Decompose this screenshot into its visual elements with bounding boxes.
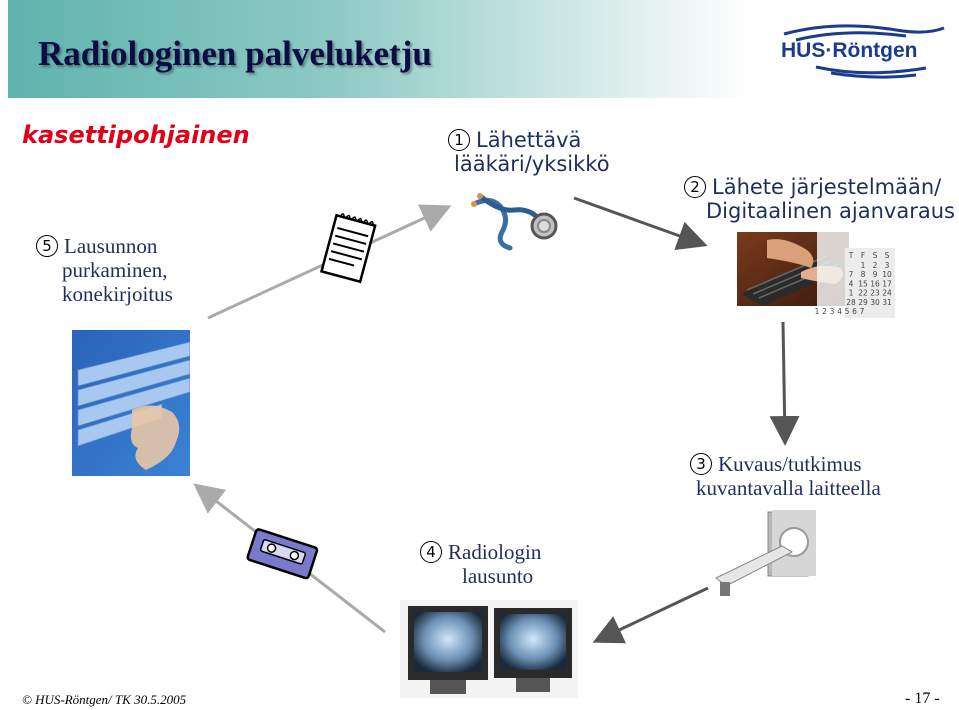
calendar-day-cell: 2 bbox=[873, 261, 878, 270]
step-3-line-1: Kuvaus/tutkimus bbox=[718, 452, 862, 476]
calendar-day-cell: 3 bbox=[885, 261, 890, 270]
calendar-day-cell: 31 bbox=[882, 298, 892, 307]
calendar-day-cell: 2 bbox=[822, 307, 827, 316]
step-2-label: 2 Lähete järjestelmään/ Digitaalinen ajan… bbox=[684, 175, 959, 223]
step-5-label: 5 Lausunnon purkaminen, konekirjoitus bbox=[36, 234, 236, 306]
cassette-tape-icon bbox=[246, 528, 319, 580]
step-4-line-2: lausunto bbox=[462, 564, 534, 588]
calendar-day-cell: 23 bbox=[870, 289, 880, 298]
step-1-line-2: lääkäri/yksikkö bbox=[454, 152, 610, 176]
step-3-label: 3 Kuvaus/tutkimus kuvantavalla laitteella bbox=[690, 452, 950, 500]
step-number-3: 3 bbox=[690, 453, 712, 475]
header-bar bbox=[8, 0, 748, 98]
calendar-day-cell: 1 bbox=[849, 289, 854, 298]
calendar-day-cell: 10 bbox=[882, 270, 892, 279]
step-2-line-2: Digitaalinen ajanvaraus bbox=[706, 199, 955, 223]
step-3-line-2: kuvantavalla laitteella bbox=[696, 476, 881, 500]
ct-scanner-photo bbox=[715, 510, 816, 596]
calendar-header-cell: S bbox=[885, 251, 890, 260]
step-number-1: 1 bbox=[448, 129, 470, 151]
calendar-day-cell: 7 bbox=[849, 270, 854, 279]
logo-text: HUS·Röntgen bbox=[781, 39, 917, 62]
calendar-day-cell: 15 bbox=[858, 279, 868, 288]
step-2-line-1: Lähete järjestelmään/ bbox=[712, 175, 942, 199]
calendar-header-cell: F bbox=[861, 251, 865, 260]
step-4-line-1: Radiologin bbox=[448, 540, 542, 564]
calendar-day-cell: 29 bbox=[858, 298, 868, 307]
typing-keyboard-photo bbox=[72, 330, 190, 476]
calendar-day-cell: 4 bbox=[849, 279, 854, 288]
notepad-icon bbox=[319, 213, 377, 284]
calendar-day-cell: 5 bbox=[845, 307, 850, 316]
page-number: - 17 - bbox=[905, 690, 940, 707]
calendar-day-cell: 4 bbox=[837, 307, 842, 316]
step-1-label: 1 Lähettävä lääkäri/yksikkö bbox=[448, 128, 648, 176]
calendar-day-cell: 8 bbox=[861, 270, 866, 279]
calendar-day-cell: 1 bbox=[861, 261, 866, 270]
calendar-day-cell: 9 bbox=[873, 270, 878, 279]
calendar-day-cell: 3 bbox=[830, 307, 835, 316]
step-5-line-1: Lausunnon bbox=[64, 234, 158, 258]
calendar-header-cell: T bbox=[848, 251, 854, 260]
calendar-day-cell: 17 bbox=[882, 279, 892, 288]
calendar-day-cell: 1 bbox=[815, 307, 820, 316]
hus-rontgen-logo: HUS·Röntgen bbox=[781, 24, 945, 79]
calendar-header-cell: S bbox=[873, 251, 878, 260]
step-5-line-3: konekirjoitus bbox=[62, 282, 173, 306]
arrow-2-to-3 bbox=[769, 321, 800, 446]
stethoscope-icon bbox=[471, 193, 558, 251]
footer-copyright: © HUS-Röntgen/ TK 30.5.2005 bbox=[22, 692, 187, 707]
step-5-line-2: purkaminen, bbox=[62, 258, 168, 282]
arrow-3-to-4 bbox=[592, 586, 709, 644]
calendar-day-cell: 30 bbox=[870, 298, 880, 307]
radiology-monitors-photo bbox=[400, 600, 578, 698]
step-4-label: 4 Radiologin lausunto bbox=[420, 540, 590, 588]
calendar-day-cell: 24 bbox=[882, 289, 892, 298]
calendar-day-cell: 22 bbox=[858, 289, 868, 298]
calendar-day-cell: 16 bbox=[870, 279, 880, 288]
calendar-day-cell: 6 bbox=[852, 307, 857, 316]
calendar-day-cell: 28 bbox=[846, 298, 856, 307]
arrow-1-to-2 bbox=[573, 196, 708, 250]
slide-title: Radiologinen palveluketju bbox=[38, 34, 432, 73]
step-number-5: 5 bbox=[36, 235, 58, 257]
step-number-2: 2 bbox=[684, 176, 706, 198]
step-number-4: 4 bbox=[420, 541, 442, 563]
step-1-line-1: Lähettävä bbox=[476, 128, 582, 152]
subtitle: kasettipohjainen bbox=[22, 121, 250, 149]
calendar-day-cell: 7 bbox=[860, 307, 865, 316]
